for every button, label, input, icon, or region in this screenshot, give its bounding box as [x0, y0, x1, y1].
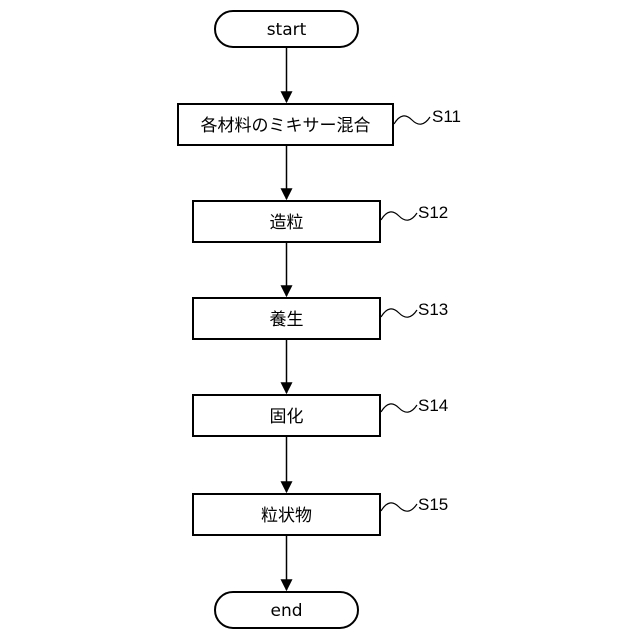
step-s14: 固化 S14 — [193, 395, 448, 436]
step-s15-text: 粒状物 — [261, 506, 312, 526]
end-terminal: end — [215, 592, 358, 628]
step-s14-leader — [381, 404, 417, 412]
step-s11-label: S11 — [432, 107, 461, 126]
step-s14-text: 固化 — [270, 407, 304, 427]
step-s11: 各材料のミキサー混合 S11 — [178, 104, 461, 145]
end-label: end — [270, 601, 302, 621]
start-terminal: start — [215, 11, 358, 47]
step-s12-label: S12 — [418, 203, 448, 222]
step-s12: 造粒 S12 — [193, 201, 448, 242]
step-s15-label: S15 — [418, 495, 448, 514]
step-s13-leader — [381, 309, 417, 317]
step-s11-text: 各材料のミキサー混合 — [201, 116, 371, 136]
step-s13-label: S13 — [418, 300, 448, 319]
step-s13: 養生 S13 — [193, 298, 448, 339]
step-s15-leader — [381, 503, 417, 511]
start-label: start — [267, 20, 307, 40]
step-s12-text: 造粒 — [270, 213, 304, 233]
step-s12-leader — [381, 212, 417, 220]
step-s15: 粒状物 S15 — [193, 494, 448, 535]
step-s14-label: S14 — [418, 396, 448, 415]
step-s11-leader — [394, 116, 430, 124]
step-s13-text: 養生 — [270, 310, 304, 330]
